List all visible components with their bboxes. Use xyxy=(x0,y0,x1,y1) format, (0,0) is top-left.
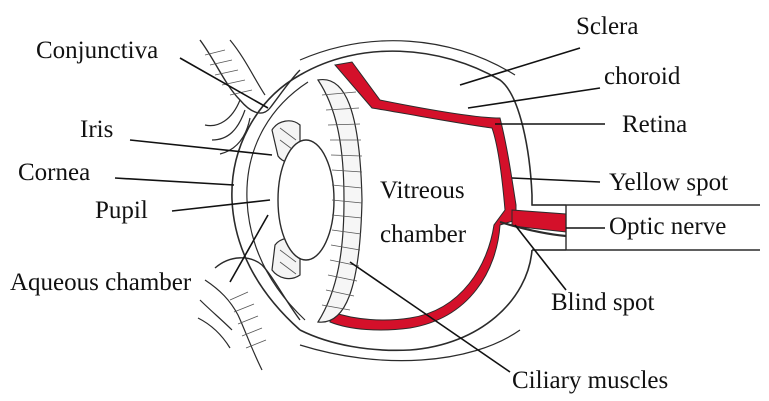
lens-shape xyxy=(278,140,334,260)
label-iris: Iris xyxy=(80,117,113,142)
leader-choroid xyxy=(468,88,600,108)
label-aqueous-chamber: Aqueous chamber xyxy=(10,270,191,295)
leader-ciliary xyxy=(350,262,510,372)
leader-iris xyxy=(130,140,272,155)
label-blind-spot: Blind spot xyxy=(551,290,655,315)
label-cornea: Cornea xyxy=(18,160,90,185)
leader-sclera xyxy=(460,48,580,85)
leader-yellow-spot xyxy=(512,178,600,182)
label-conjunctiva: Conjunctiva xyxy=(36,38,158,63)
leader-cornea xyxy=(115,178,234,185)
label-sclera: Sclera xyxy=(576,14,638,39)
label-yellow-spot: Yellow spot xyxy=(609,170,728,195)
label-retina: Retina xyxy=(622,112,687,137)
leader-conjunctiva xyxy=(180,58,268,108)
label-vitreous-line1: Vitreous xyxy=(380,178,465,203)
label-choroid: choroid xyxy=(604,64,680,89)
label-vitreous-line2: chamber xyxy=(380,222,466,247)
label-pupil: Pupil xyxy=(95,198,148,223)
label-ciliary-muscles: Ciliary muscles xyxy=(512,368,668,393)
leader-pupil xyxy=(172,200,270,211)
label-optic-nerve: Optic nerve xyxy=(609,214,726,239)
